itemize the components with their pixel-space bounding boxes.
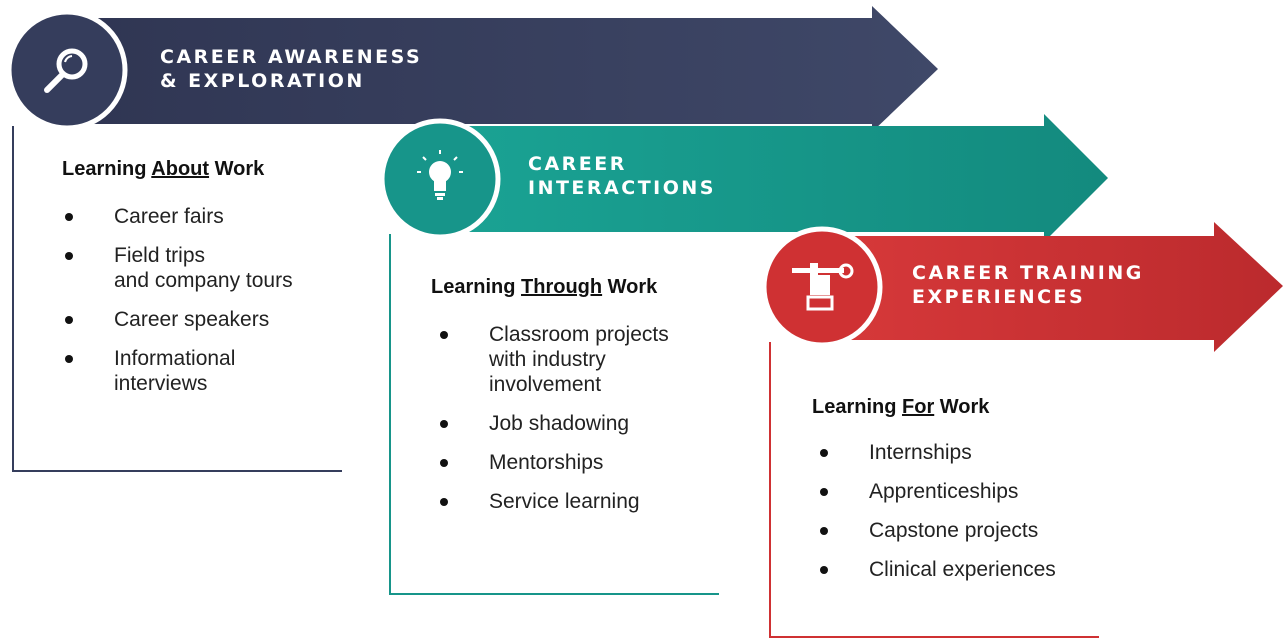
stage-3-title-line-2: EXPERIENCES (912, 286, 1086, 308)
list-item: Capstone projects (811, 518, 1091, 543)
list-item: Classroom projects with industry involve… (431, 322, 711, 397)
stage-3-list: Internships Apprenticeships Capstone pro… (811, 440, 1091, 596)
stage-2-title-line-2: INTERACTIONS (528, 177, 716, 199)
stage-3-title: CAREER TRAINING EXPERIENCES (912, 261, 1144, 309)
list-item: Job shadowing (431, 411, 711, 436)
list-item: Service learning (431, 489, 711, 514)
arrow-stage-1 (40, 6, 938, 132)
icon-circle-stage-1 (6, 9, 128, 131)
stage-1-title-line-1: CAREER AWARENESS (160, 46, 423, 68)
stage-1-title: CAREER AWARENESS & EXPLORATION (160, 45, 422, 93)
hand-wrench-icon (792, 263, 854, 311)
stage-3-heading-emphasis: For (902, 396, 935, 418)
stage-2-list: Classroom projects with industry involve… (431, 322, 711, 528)
magnifier-icon (44, 48, 88, 93)
stage-2-title-line-1: CAREER (528, 153, 627, 175)
arrow-stage-2 (440, 114, 1108, 242)
stage-1-heading: Learning About Work (62, 158, 265, 180)
list-item: Internships (811, 440, 1091, 465)
list-item: Apprenticeships (811, 479, 1091, 504)
arrow-stage-3 (822, 222, 1283, 352)
list-item: Career speakers (56, 307, 340, 332)
list-item: Informational interviews (56, 346, 340, 396)
stage-3-heading: Learning For Work (812, 396, 990, 418)
list-item: Clinical experiences (811, 557, 1091, 582)
lightbulb-icon (417, 150, 463, 200)
stage-2-box (389, 234, 719, 595)
stage-1-heading-emphasis: About (151, 158, 210, 180)
list-item: Career fairs (56, 204, 340, 229)
stage-2-heading-emphasis: Through (521, 276, 603, 298)
stage-2-heading: Learning Through Work (431, 276, 658, 298)
stage-1-list: Career fairs Field trips and company tou… (56, 204, 340, 410)
stage-1-box (12, 126, 342, 472)
stage-2-title: CAREER INTERACTIONS (528, 152, 716, 200)
stage-3-title-line-1: CAREER TRAINING (912, 262, 1144, 284)
stage-1-title-line-2: & EXPLORATION (160, 70, 365, 92)
stage-3-box (769, 342, 1099, 638)
list-item: Mentorships (431, 450, 711, 475)
list-item: Field trips and company tours (56, 243, 340, 293)
